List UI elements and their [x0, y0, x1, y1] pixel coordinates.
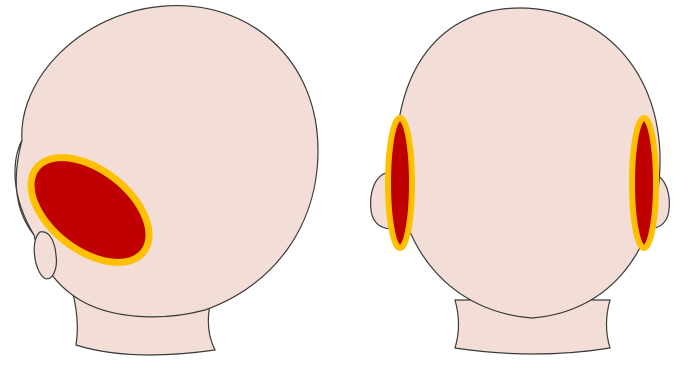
- right-head-figure: [371, 8, 670, 354]
- right-head-highlight-region-right: [632, 118, 656, 248]
- right-head-highlight-region-left: [388, 118, 412, 248]
- right-head-skull: [396, 8, 660, 318]
- left-head-figure: [12, 6, 318, 355]
